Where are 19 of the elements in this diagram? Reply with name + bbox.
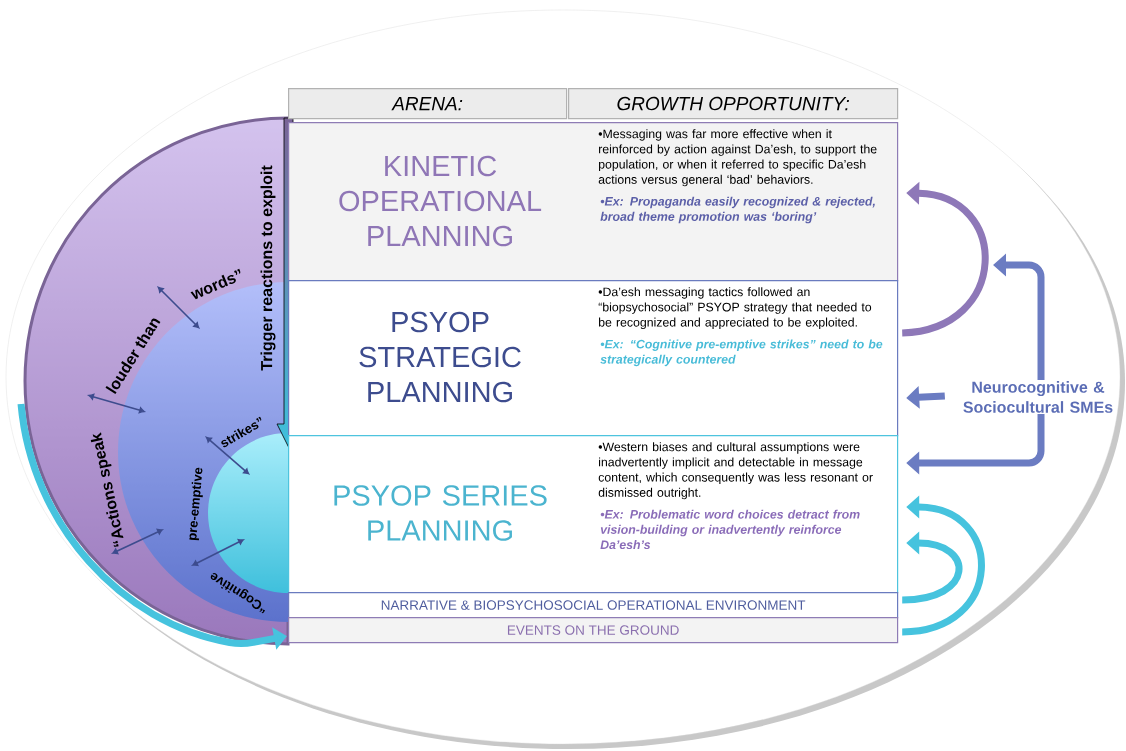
bullet-text: •Messaging was far more effective when it reinforced by action against Da’esh, to support the population, or when it referred to specific Da’esh actions versus general ‘bad’ behaviors.	[598, 129, 877, 187]
arrow-text: Trigger reactions to exploit	[260, 165, 276, 371]
row-title: PSYOP SERIES PLANNING	[334, 485, 547, 541]
band: EVENTS ON THE GROUND	[288, 617, 899, 644]
curved-text: pre-emptive	[189, 467, 203, 541]
group-label: Neurocognitive & Sociocultural SMEs	[963, 381, 1113, 413]
bullet-text: •Western biases and cultural assumptions were inadvertently implicit and detectable in message content, which consequently was less resonant or dismissed outright.	[598, 442, 873, 500]
row-title: PSYOP STRATEGIC PLANNING	[359, 311, 521, 403]
table-row	[288, 122, 899, 282]
band: NARRATIVE & BIOPSYCHOSOCIAL OPERATIONAL ENVIRONMENT	[288, 592, 899, 619]
header-cell: ARENA:	[288, 88, 568, 120]
curved-text: “Actions speak	[90, 432, 124, 547]
example-text: •Ex: Problematic word choices detract from vision-building or inadvertently reinforce Da’esh’s	[600, 509, 860, 550]
row-title: KINETIC OPERATIONAL PLANNING	[339, 155, 542, 247]
bullet-text: •Da’esh messaging tactics followed an “biopsychosocial” PSYOP strategy that needed to be recognized and appreciated to be exploited.	[598, 287, 872, 330]
table-row	[288, 280, 899, 437]
example-text: •Ex: Propaganda easily recognized & rejected, broad theme promotion was ‘boring’	[600, 196, 875, 224]
header-cell: GROWTH OPPORTUNITY:	[568, 88, 899, 120]
example-text: •Ex: “Cognitive pre-emptive strikes” need to be strategically countered	[600, 339, 883, 367]
